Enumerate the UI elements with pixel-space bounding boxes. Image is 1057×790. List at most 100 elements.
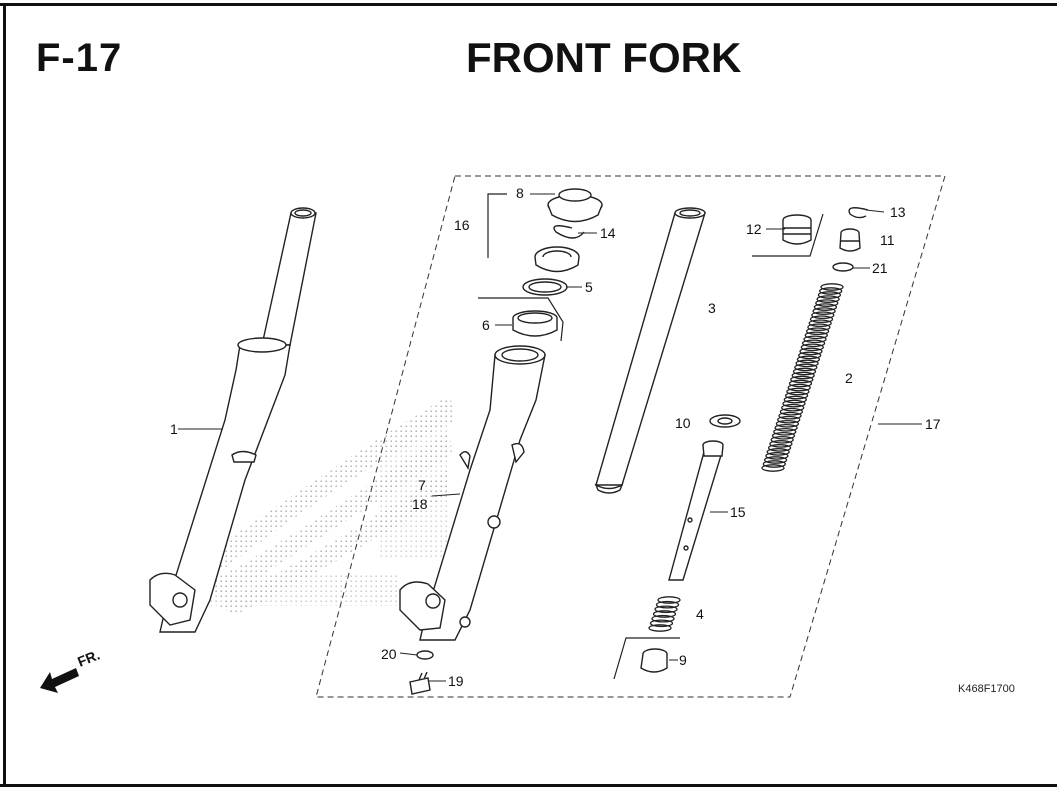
part-20-washer [416,650,434,660]
callout-5: 5 [585,279,593,295]
spring-coil [649,619,674,628]
spring-coil [817,291,842,299]
part-15-fork-piston [668,440,724,581]
spring-coil [655,600,680,609]
bottom-border [0,784,1057,787]
spring-coil [800,343,824,352]
spring-coil [765,452,789,460]
spring-coil [775,419,800,428]
spring-coil [788,379,813,388]
spring-coil [792,367,817,376]
part-12-oil-lock-piece [782,214,812,245]
part-2-fork-spring [761,283,844,472]
spring-coil [781,403,805,412]
part-4-rebound-spring [648,596,681,632]
top-border [0,3,1057,6]
callout-2: 2 [845,370,853,386]
callout-labels: 1 2 3 4 5 6 7 8 9 10 11 12 13 14 15 16 1… [170,185,941,689]
spring-coil [778,411,802,420]
spring-coil [770,435,794,444]
spring-coil [816,295,840,303]
callout-7: 7 [418,477,426,493]
spring-coil [796,355,821,364]
callout-21: 21 [872,260,888,276]
spring-coil [811,311,835,320]
callout-13: 13 [890,204,906,220]
spring-coil [784,391,809,400]
drawing-code: K468F1700 [958,683,1015,695]
spring-coil [777,415,801,424]
spring-coil [786,387,810,396]
spring-coil [819,287,843,295]
spring-coil [762,460,786,468]
spring-coil [809,315,834,324]
callout-19: 19 [448,673,464,689]
spring-coil [805,327,830,336]
spring-coil [652,610,677,618]
spring-coil [813,303,838,311]
callout-9: 9 [679,652,687,668]
callout-4: 4 [696,606,704,622]
spring-coil [761,464,785,472]
spring-coil [763,456,788,464]
spring-coil [820,283,844,291]
part-10-piston-ring [709,414,741,428]
callout-18: 18 [412,496,428,512]
part-13-circlip [848,207,869,219]
part-12-bracket [752,213,824,257]
callout-20: 20 [381,646,397,662]
spring-coil [790,375,814,384]
leader-lines [178,193,922,682]
spring-coil [798,351,822,360]
spring-coil [794,363,818,372]
spring-coil [803,335,827,344]
callout-14: 14 [600,225,616,241]
spring-coil [799,347,823,356]
spring-coil [807,323,831,332]
callout-10: 10 [675,415,691,431]
spring-coil [766,448,790,456]
spring-coil [808,319,832,328]
part-11-bolt-cap [839,228,861,252]
part-19-socket-bolt [409,671,431,695]
part-9-oil-lock [640,648,668,673]
spring-coil [801,339,826,348]
spring-coil [771,431,796,440]
part-16-bracket [487,193,507,258]
spring-coil [648,624,672,632]
assembly-boundary [315,175,946,698]
part-6-bushing [512,310,558,337]
spring-coil [773,427,797,436]
callout-17: 17 [925,416,941,432]
spring-coil [815,299,839,307]
callout-15: 15 [730,504,746,520]
spring-coil [654,605,678,614]
spring-coil [782,399,806,408]
page-code: F-17 [36,36,123,80]
part-seal-ring [534,246,580,273]
spring-coil [795,359,819,368]
spring-coil [774,423,798,432]
callout-12: 12 [746,221,762,237]
page-title: FRONT FORK [466,34,742,81]
part-3-fork-pipe [594,207,706,494]
callout-3: 3 [708,300,716,316]
part-14-circlip [553,225,585,239]
spring-coil [812,307,836,315]
spring-coil [783,395,807,404]
callout-6: 6 [482,317,490,333]
left-border [3,3,6,787]
callout-11: 11 [880,232,895,248]
spring-coil [779,407,804,416]
part-9-bracket [613,637,680,680]
spring-coil [767,444,792,452]
spring-coil [804,331,828,340]
part-8-oil-seal [547,188,603,223]
front-direction-label: FR. [75,646,102,669]
spring-coil [769,440,793,448]
part-5-back-up-ring [522,278,568,296]
fork-bottom-case [399,345,546,641]
spring-coil [651,614,675,623]
